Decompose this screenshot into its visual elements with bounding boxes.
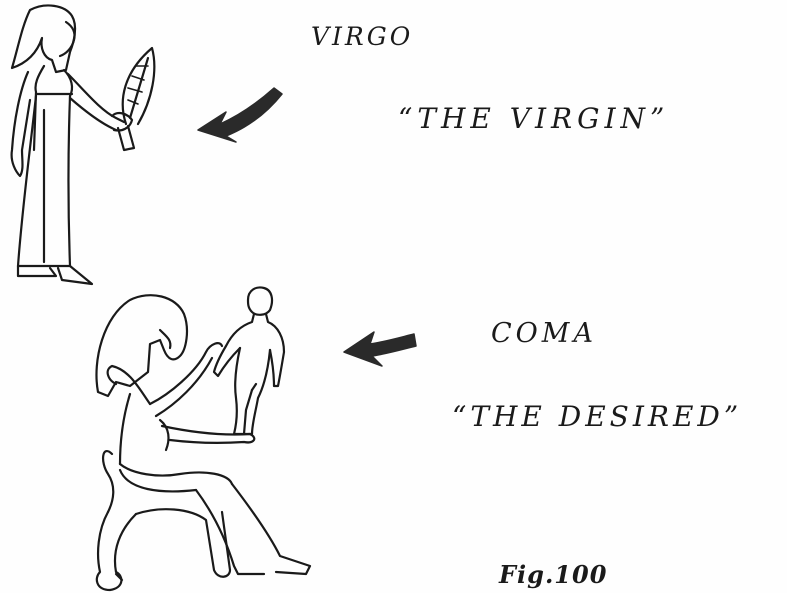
virgo-arrow [198,88,282,142]
child-figure [214,288,284,435]
figure-number-label: Fig.100 [499,560,607,589]
coma-arrow [344,332,416,366]
the-virgin-label: “THE VIRGIN” [398,102,669,135]
seated-figure [96,295,310,590]
coma-label: COMA [491,318,597,349]
virgo-label: VIRGO [311,22,413,51]
the-desired-label: “THE DESIRED” [452,400,742,433]
palm-frond [118,48,154,150]
virgin-figure [12,5,132,284]
